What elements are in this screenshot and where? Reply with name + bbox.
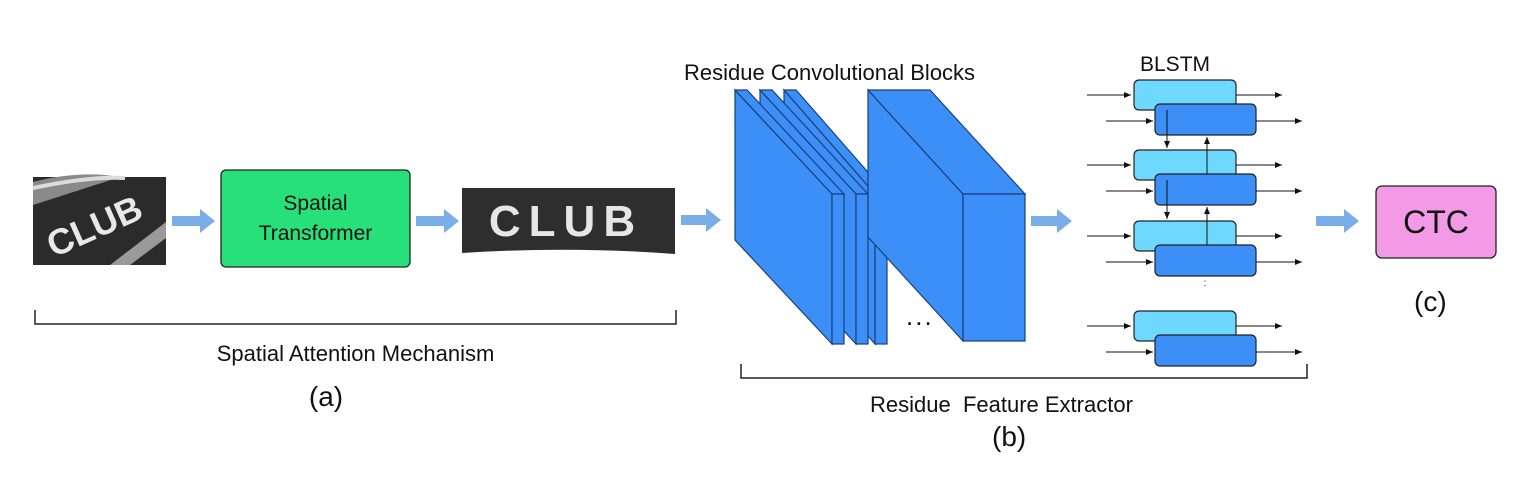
conv-block-front [831, 193, 845, 345]
spatial-transformer-line1: Spatial [283, 191, 348, 215]
flow-arrow [1316, 209, 1359, 233]
conv-block [733, 88, 846, 346]
input-image: CLUB [32, 174, 166, 265]
blstm-title: BLSTM [1140, 53, 1211, 76]
conv-block-front [855, 193, 869, 345]
blstm-vertical-ellipsis: : [1201, 278, 1209, 289]
blstm-backward-cell [1154, 244, 1257, 277]
rectified-image: CLUB [462, 188, 675, 254]
spatial-transformer-label: Spatial Transformer [221, 170, 410, 267]
conv-blocks-title: Residue Convolutional Blocks [684, 60, 976, 85]
blstm-vertical-ellipsis-glyph: : [1203, 278, 1207, 289]
spatial-transformer-box [220, 169, 411, 268]
flow-arrow [681, 208, 721, 232]
part-b-label: (b) [992, 421, 1027, 452]
bracket-b [740, 364, 1308, 379]
residue-feature-extractor-label: Residue Feature Extractor [870, 392, 1133, 417]
conv-block-front [962, 193, 1026, 342]
conv-block [866, 88, 1027, 343]
flow-arrow [1031, 209, 1072, 233]
blstm-backward-cell [1154, 173, 1257, 206]
part-a-label: (a) [308, 381, 344, 412]
blstm-stack [1087, 79, 1302, 367]
part-c-label: (c) [1414, 286, 1447, 317]
rectified-image-text: CLUB [489, 197, 643, 246]
flow-arrow [416, 209, 459, 233]
spatial-transformer-line2: Transformer [258, 221, 373, 245]
bracket-a [34, 310, 677, 325]
blstm-backward-cell [1154, 103, 1257, 136]
conv-ellipsis: ... [906, 301, 934, 331]
ctc-box [1375, 185, 1497, 259]
residue-conv-blocks [733, 88, 1027, 346]
spatial-attention-label: Spatial Attention Mechanism [216, 341, 495, 366]
flow-arrow [172, 209, 215, 233]
ctc-label: CTC [1403, 203, 1469, 240]
blstm-backward-cell [1154, 334, 1257, 367]
